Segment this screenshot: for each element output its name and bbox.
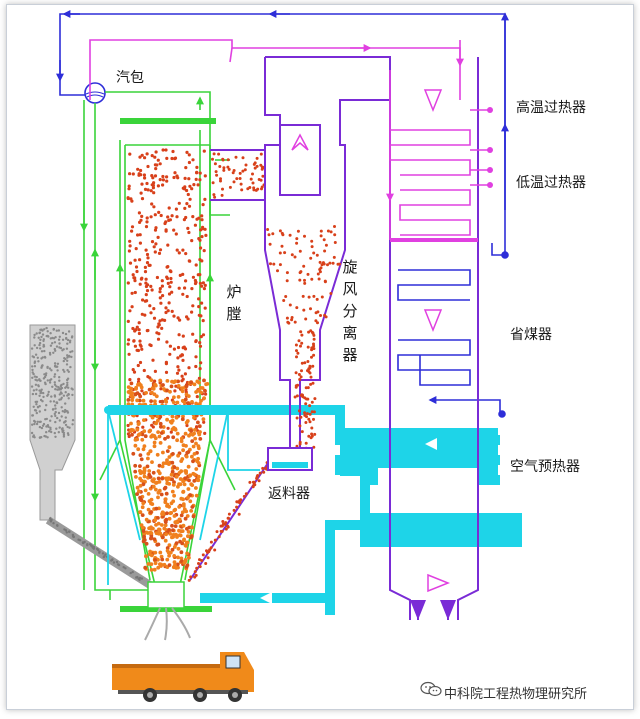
- secondary-air-lines: [107, 409, 260, 585]
- low-temp-superheater-label: 低温过热器: [516, 175, 586, 191]
- furnace-label: 炉膛: [226, 283, 242, 323]
- drum-label: 汽包: [116, 70, 144, 86]
- steam-drum: [84, 82, 106, 104]
- air-inlet-duct: [360, 513, 522, 547]
- steam-loop: [56, 10, 509, 418]
- high-temp-superheater-label: 高温过热器: [516, 100, 586, 116]
- coal-hopper: [29, 324, 153, 589]
- loop-seal-label: 返料器: [268, 486, 310, 502]
- flue-gas-arrows: [423, 89, 451, 593]
- furnace: [124, 144, 211, 581]
- air-preheater-label: 空气预热器: [510, 459, 580, 475]
- cyclone-particles: [187, 225, 341, 582]
- top-header: [120, 118, 216, 124]
- air-duct-gap: [378, 468, 478, 508]
- cyclone-gas-arrow: [291, 133, 309, 151]
- cyclone-separator-label: 旋风分离器: [342, 258, 358, 364]
- air-arrows: [260, 438, 437, 604]
- loop-seal: [267, 447, 313, 471]
- superheater-piping: [89, 39, 490, 240]
- watermark: 中科院工程热物理研究所: [444, 687, 588, 702]
- bottom-ash: [144, 581, 191, 641]
- truck-icon: [112, 652, 254, 702]
- economizer-label: 省煤器: [510, 327, 552, 343]
- economizer-coils: [397, 269, 471, 386]
